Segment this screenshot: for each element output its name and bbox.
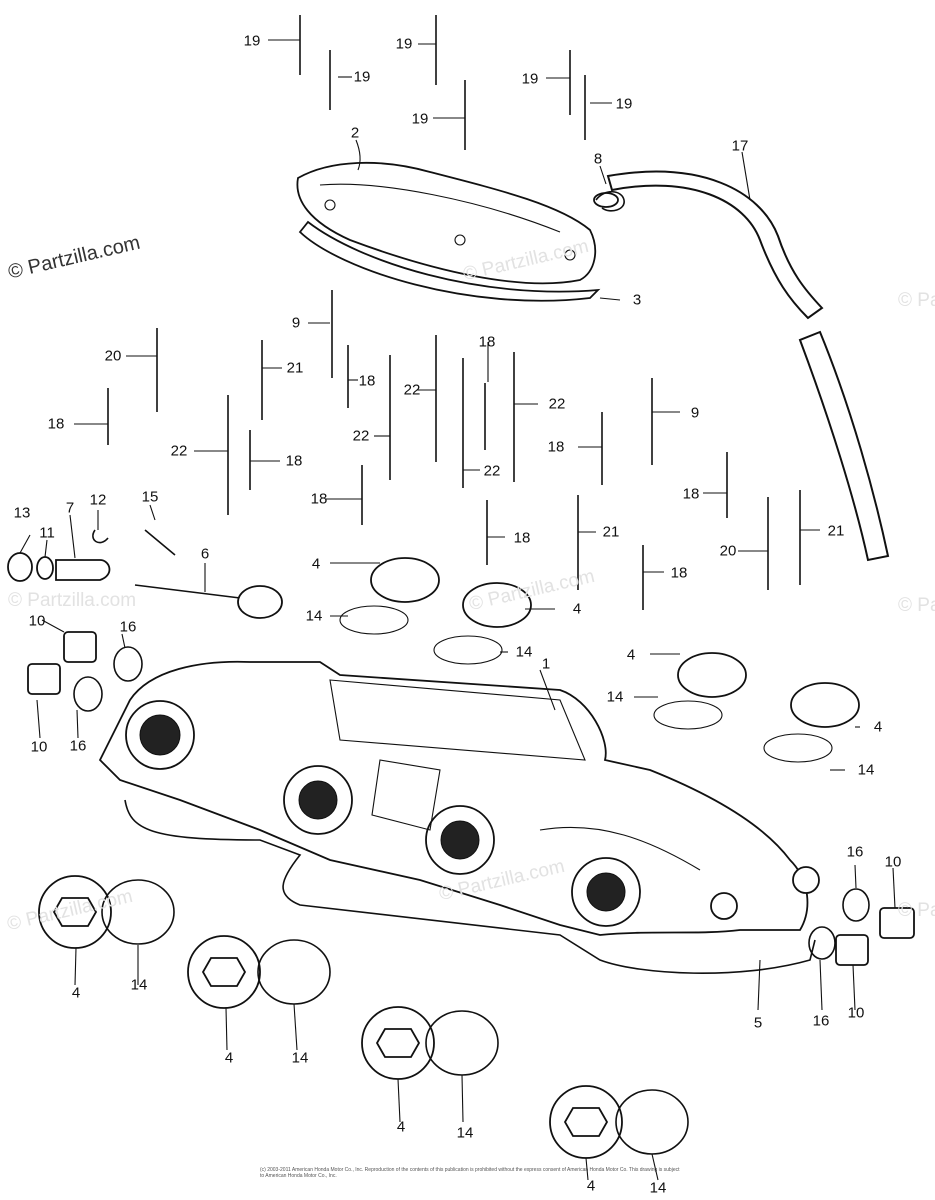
callout-19[interactable]: 19 bbox=[395, 35, 413, 53]
callout-4[interactable]: 4 bbox=[396, 1118, 406, 1136]
callout-18[interactable]: 18 bbox=[310, 490, 328, 508]
callout-9[interactable]: 9 bbox=[690, 404, 700, 422]
callout-18[interactable]: 18 bbox=[547, 438, 565, 456]
callout-19[interactable]: 19 bbox=[243, 32, 261, 50]
callout-20[interactable]: 20 bbox=[719, 542, 737, 560]
callout-18[interactable]: 18 bbox=[682, 485, 700, 503]
cylinder-head-cover bbox=[98, 660, 820, 936]
callout-14[interactable]: 14 bbox=[649, 1179, 667, 1197]
callout-18[interactable]: 18 bbox=[670, 564, 688, 582]
tachometer-gear-parts bbox=[7, 529, 283, 619]
callout-22[interactable]: 22 bbox=[352, 427, 370, 445]
callout-18[interactable]: 18 bbox=[47, 415, 65, 433]
callout-10[interactable]: 10 bbox=[847, 1004, 865, 1022]
callout-10[interactable]: 10 bbox=[28, 612, 46, 630]
callout-14[interactable]: 14 bbox=[130, 976, 148, 994]
callout-4[interactable]: 4 bbox=[224, 1049, 234, 1067]
breather-cover-group bbox=[296, 161, 619, 302]
callout-1[interactable]: 1 bbox=[541, 655, 551, 673]
tappet-caps-lower bbox=[38, 875, 689, 1159]
watermark-partzilla: © Partzilla.com bbox=[8, 590, 137, 611]
callout-15[interactable]: 15 bbox=[141, 488, 159, 506]
callout-4[interactable]: 4 bbox=[626, 646, 636, 664]
callout-18[interactable]: 18 bbox=[513, 529, 531, 547]
callout-22[interactable]: 22 bbox=[170, 442, 188, 460]
callout-20[interactable]: 20 bbox=[104, 347, 122, 365]
callout-14[interactable]: 14 bbox=[305, 607, 323, 625]
callout-19[interactable]: 19 bbox=[521, 70, 539, 88]
callout-16[interactable]: 16 bbox=[846, 843, 864, 861]
callout-14[interactable]: 14 bbox=[857, 761, 875, 779]
callout-21[interactable]: 21 bbox=[286, 359, 304, 377]
callout-10[interactable]: 10 bbox=[884, 853, 902, 871]
callout-16[interactable]: 16 bbox=[119, 618, 137, 636]
callout-21[interactable]: 21 bbox=[827, 522, 845, 540]
breather-tube bbox=[606, 170, 890, 562]
callout-2[interactable]: 2 bbox=[350, 124, 360, 142]
callout-19[interactable]: 19 bbox=[353, 68, 371, 86]
callout-22[interactable]: 22 bbox=[403, 381, 421, 399]
callout-12[interactable]: 12 bbox=[89, 491, 107, 509]
callout-7[interactable]: 7 bbox=[65, 499, 75, 517]
callout-22[interactable]: 22 bbox=[483, 462, 501, 480]
callout-6[interactable]: 6 bbox=[200, 545, 210, 563]
callout-5[interactable]: 5 bbox=[753, 1014, 763, 1032]
callout-14[interactable]: 14 bbox=[456, 1124, 474, 1142]
callout-21[interactable]: 21 bbox=[602, 523, 620, 541]
copyright-notice: (c) 2003-2011 American Honda Motor Co., … bbox=[260, 1167, 680, 1180]
leader-lines bbox=[19, 39, 896, 1181]
callout-4[interactable]: 4 bbox=[586, 1177, 596, 1195]
callout-8[interactable]: 8 bbox=[593, 150, 603, 168]
callout-17[interactable]: 17 bbox=[731, 137, 749, 155]
callout-16[interactable]: 16 bbox=[812, 1012, 830, 1030]
callout-3[interactable]: 3 bbox=[632, 291, 642, 309]
plug-bolts-and-washers bbox=[27, 631, 915, 966]
watermark-partzilla: © Partzilla.com bbox=[898, 595, 935, 616]
callout-4[interactable]: 4 bbox=[311, 555, 321, 573]
head-cover-gasket bbox=[124, 799, 816, 974]
tappet-caps-upper bbox=[339, 557, 860, 763]
hose-clip-shape bbox=[595, 190, 625, 212]
callout-18[interactable]: 18 bbox=[285, 452, 303, 470]
callout-22[interactable]: 22 bbox=[548, 395, 566, 413]
callout-18[interactable]: 18 bbox=[358, 372, 376, 390]
watermark-partzilla: © Partzilla.com bbox=[898, 900, 935, 921]
callout-16[interactable]: 16 bbox=[69, 737, 87, 755]
callout-18[interactable]: 18 bbox=[478, 333, 496, 351]
callout-4[interactable]: 4 bbox=[572, 600, 582, 618]
callout-19[interactable]: 19 bbox=[411, 110, 429, 128]
callout-14[interactable]: 14 bbox=[515, 643, 533, 661]
callout-14[interactable]: 14 bbox=[606, 688, 624, 706]
callout-13[interactable]: 13 bbox=[13, 504, 31, 522]
callout-11[interactable]: 11 bbox=[39, 524, 55, 542]
callout-4[interactable]: 4 bbox=[71, 984, 81, 1002]
watermark-partzilla: © Partzilla.com bbox=[898, 290, 935, 311]
callout-9[interactable]: 9 bbox=[291, 314, 301, 332]
callout-14[interactable]: 14 bbox=[291, 1049, 309, 1067]
callout-19[interactable]: 19 bbox=[615, 95, 633, 113]
callout-4[interactable]: 4 bbox=[873, 718, 883, 736]
bolts bbox=[107, 15, 801, 610]
callout-10[interactable]: 10 bbox=[30, 738, 48, 756]
